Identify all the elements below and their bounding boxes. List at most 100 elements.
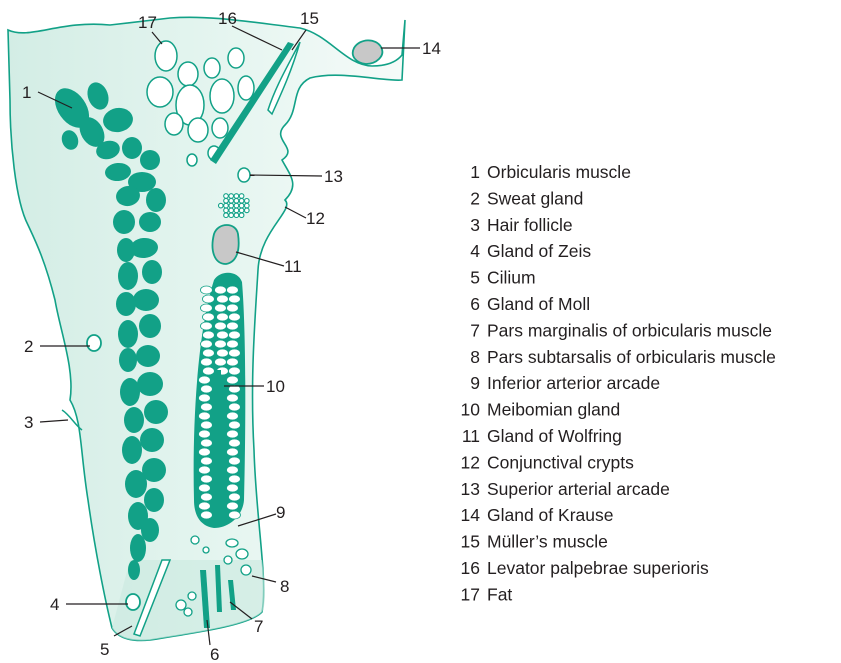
legend-label: Inferior arterior arcade <box>487 373 660 393</box>
muscle-bundle <box>140 150 160 170</box>
crypt <box>224 203 229 208</box>
legend-label: Gland of Moll <box>487 294 590 314</box>
muscle-bundle <box>119 348 137 372</box>
meibomian-acinus <box>228 457 240 465</box>
meibomian-acinus <box>200 493 212 501</box>
gland-of-zeis <box>126 594 140 610</box>
meibomian-acinus <box>202 295 214 303</box>
meibomian-acinus <box>226 502 238 510</box>
meibomian-acinus <box>198 466 210 474</box>
crypt <box>229 203 234 208</box>
meibomian-acinus <box>228 421 240 429</box>
crypt <box>229 194 234 199</box>
meibomian-acinus <box>198 502 210 510</box>
muscle-bundle <box>144 400 168 424</box>
meibomian-acinus <box>198 412 210 420</box>
meibomian-acinus <box>200 286 212 294</box>
muscle-bundle <box>122 436 142 464</box>
crypt <box>224 213 229 218</box>
legend-number: 1 <box>470 162 480 182</box>
legend-label: Levator palpebrae superioris <box>487 558 709 578</box>
legend-number: 6 <box>470 294 480 314</box>
muscle-bundle <box>133 289 159 311</box>
meibomian-acinus <box>216 313 228 321</box>
muscle-bundle <box>139 314 161 338</box>
meibomian-acinus <box>226 304 238 312</box>
meibomian-acinus <box>226 286 238 294</box>
meibomian-acinus <box>202 313 214 321</box>
legend-label: Meibomian gland <box>487 400 620 420</box>
gland-of-krause <box>353 40 383 64</box>
crypt <box>224 194 229 199</box>
muscle-bundle <box>113 210 135 234</box>
gland-of-wolfring <box>213 225 239 264</box>
callout-9: 9 <box>276 503 285 522</box>
meibomian-acinus <box>198 430 210 438</box>
meibomian-acinus <box>228 511 240 519</box>
crypt <box>234 213 239 218</box>
muscle-bundle <box>137 372 163 396</box>
crypt <box>234 199 239 204</box>
legend-label: Pars marginalis of orbicularis muscle <box>487 320 772 340</box>
muscle-bundle <box>139 212 161 232</box>
sweat-gland <box>87 335 101 351</box>
muscle-bundle <box>128 560 140 580</box>
meibomian-acinus <box>200 439 212 447</box>
legend-number: 11 <box>462 426 480 446</box>
legend-number: 15 <box>461 532 480 552</box>
legend-label: Gland of Wolfring <box>487 426 622 446</box>
meibomian-acinus <box>226 394 238 402</box>
crypt <box>239 203 244 208</box>
legend-label: Sweat gland <box>487 188 583 208</box>
meibomian-acinus <box>200 511 212 519</box>
legend-number: 2 <box>470 188 480 208</box>
meibomian-acinus <box>214 322 226 330</box>
meibomian-acinus <box>226 430 238 438</box>
meibomian-acinus <box>200 421 212 429</box>
muscle-bundle <box>124 407 144 433</box>
muscle-bundle <box>136 345 160 367</box>
crypt <box>239 213 244 218</box>
meibomian-acinus <box>200 403 212 411</box>
callout-14: 14 <box>422 39 441 58</box>
legend-number: 4 <box>470 241 480 261</box>
legend-number: 14 <box>461 505 481 525</box>
callout-8: 8 <box>280 577 289 596</box>
meibomian-acinus <box>226 340 238 348</box>
crypt <box>224 208 229 213</box>
legend-number: 17 <box>461 584 480 604</box>
meibomian-acinus <box>226 448 238 456</box>
legend-number: 5 <box>470 268 480 288</box>
muscle-bundle <box>125 470 147 498</box>
legend-label: Orbicularis muscle <box>487 162 631 182</box>
meibomian-acinus <box>200 385 212 393</box>
crypt <box>234 208 239 213</box>
meibomian-acinus <box>200 304 212 312</box>
legend-label: Pars subtarsalis of orbicularis muscle <box>487 347 776 367</box>
meibomian-acinus <box>216 295 228 303</box>
meibomian-acinus <box>214 286 226 294</box>
callout-2: 2 <box>24 337 33 356</box>
crypt <box>239 194 244 199</box>
callout-15: 15 <box>300 9 319 28</box>
callout-11: 11 <box>284 257 302 276</box>
meibomian-acinus <box>200 457 212 465</box>
crypt <box>219 203 224 208</box>
crypt <box>239 208 244 213</box>
meibomian-acinus <box>198 376 210 384</box>
meibomian-acinus <box>214 340 226 348</box>
meibomian-acinus <box>202 331 214 339</box>
muscle-bundle <box>118 262 138 290</box>
meibomian-acinus <box>198 484 210 492</box>
legend-label: Fat <box>487 584 512 604</box>
meibomian-acinus <box>226 322 238 330</box>
crypt <box>224 199 229 204</box>
crypt <box>229 199 234 204</box>
legend-number: 3 <box>470 215 480 235</box>
meibomian-acinus <box>214 304 226 312</box>
legend-number: 8 <box>470 347 480 367</box>
legend-number: 13 <box>461 479 480 499</box>
meibomian-acinus <box>228 439 240 447</box>
